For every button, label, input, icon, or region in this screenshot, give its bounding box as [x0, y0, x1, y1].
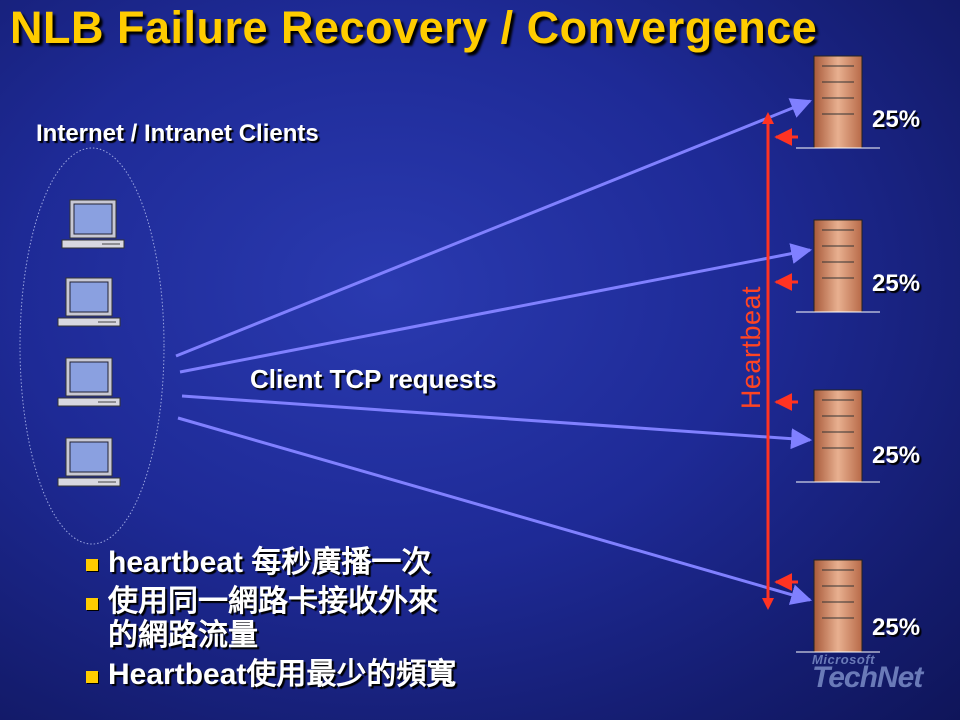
- client-group-outline: [19, 147, 165, 545]
- bullet-item: Heartbeat使用最少的頻寬: [86, 658, 456, 692]
- slide-title: NLB Failure Recovery / Convergence: [10, 2, 818, 53]
- bullet-text: 的網路流量: [108, 619, 258, 652]
- server: [796, 559, 880, 653]
- client-computer: [57, 357, 121, 407]
- clients-label: Internet / Intranet Clients: [36, 120, 319, 147]
- request-line: [177, 416, 813, 605]
- bullet-text: 使用同一網路卡接收外來: [108, 585, 438, 618]
- bullet-item: heartbeat 每秒廣播一次: [86, 546, 456, 580]
- request-line: [175, 98, 812, 358]
- request-line: [181, 394, 813, 450]
- bullet-square-icon: [86, 559, 98, 571]
- bullet-item: 使用同一網路卡接收外來 的網路流量: [86, 585, 456, 653]
- server: [796, 389, 880, 483]
- server-load-label: 25%: [872, 442, 921, 469]
- bullet-text: Heartbeat使用最少的頻寬: [108, 658, 457, 691]
- heartbeat-label: Heartbeat: [736, 286, 766, 410]
- bullet-list: heartbeat 每秒廣播一次 使用同一網路卡接收外來 的網路流量 Heart…: [86, 546, 456, 697]
- heartbeat-bus-arrow-up: [762, 112, 774, 124]
- bullet-text: heartbeat 每秒廣播一次: [108, 546, 432, 579]
- bullet-square-icon: [86, 671, 98, 683]
- heartbeat-bus-arrow-down: [762, 598, 774, 610]
- server-load-label: 25%: [872, 270, 921, 297]
- tcp-requests-label: Client TCP requests: [250, 364, 497, 394]
- request-line: [179, 243, 813, 374]
- client-computer: [57, 437, 121, 487]
- client-computer: [61, 199, 125, 249]
- server: [796, 55, 880, 149]
- client-computer: [57, 277, 121, 327]
- bullet-square-icon: [86, 598, 98, 610]
- server-load-label: 25%: [872, 106, 921, 133]
- server-load-label: 25%: [872, 614, 921, 641]
- server: [796, 219, 880, 313]
